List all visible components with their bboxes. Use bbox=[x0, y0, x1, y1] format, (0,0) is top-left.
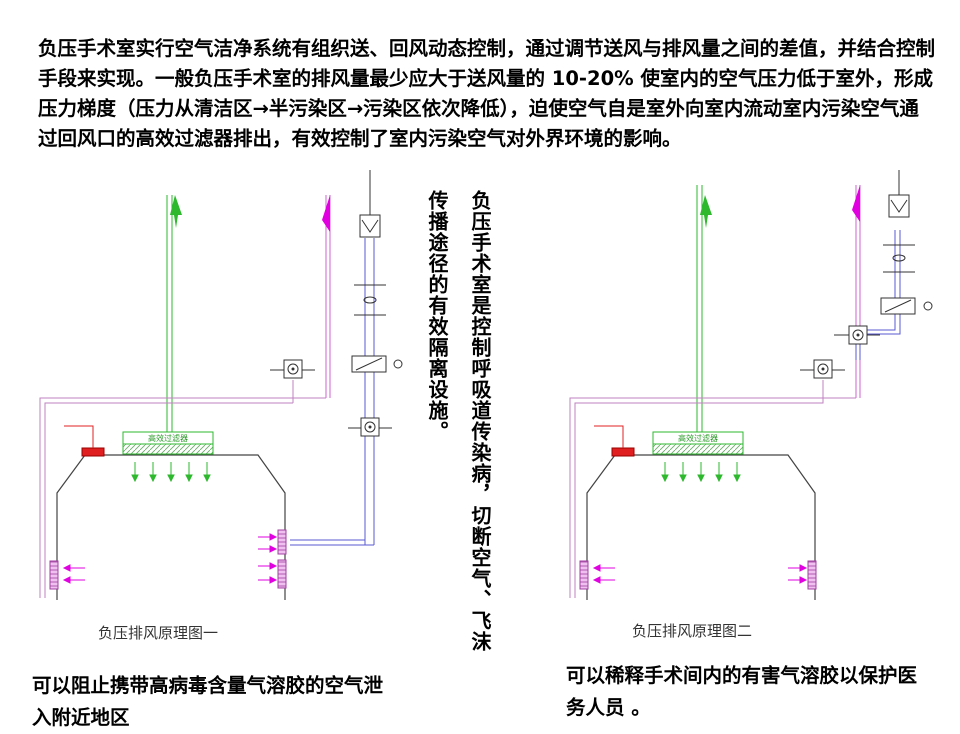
return-arrows-1 bbox=[62, 533, 278, 584]
fan-unit-2a bbox=[800, 359, 845, 379]
damper-2 bbox=[883, 244, 915, 273]
return-grill-2b bbox=[807, 560, 817, 590]
diagram-2: 高效过滤器 负压排风原理图二 bbox=[569, 170, 933, 640]
filter-box-top-2 bbox=[888, 194, 910, 218]
fan-unit-2b bbox=[834, 325, 880, 345]
room-shell-2 bbox=[586, 454, 816, 600]
airflow-down-arrows-2 bbox=[661, 462, 741, 483]
red-intake-2 bbox=[611, 447, 635, 457]
bottom-right-text: 可以稀释手术间内的有害气溶胶以保护医务人员 。 bbox=[566, 664, 918, 719]
red-intake-1 bbox=[81, 447, 105, 457]
return-grill-1b bbox=[277, 529, 287, 555]
bottom-left-text: 可以阻止携带高病毒含量气溶胶的空气泄入附近地区 bbox=[32, 674, 384, 729]
vertical-text-right: 负压手术室是控制呼吸道传染病，切断空气、飞沫 bbox=[468, 190, 492, 652]
return-duct-2 bbox=[569, 397, 856, 598]
fan-unit-2c bbox=[880, 297, 933, 315]
return-duct-1 bbox=[39, 397, 326, 598]
diagram-1: 高效过滤器 负压排风原理图一 bbox=[39, 170, 403, 642]
diagram-1-caption: 负压排风原理图一 bbox=[98, 624, 218, 642]
return-grill-1a bbox=[49, 560, 59, 590]
exhaust-arrow-2 bbox=[852, 185, 860, 222]
supply-arrow-2 bbox=[700, 195, 712, 228]
fan-unit-1b bbox=[351, 355, 403, 373]
return-grill-2a bbox=[579, 560, 589, 590]
svg-text:高效过滤器: 高效过滤器 bbox=[678, 433, 718, 443]
svg-text:高效过滤器: 高效过滤器 bbox=[148, 433, 188, 443]
diagram-2-caption: 负压排风原理图二 bbox=[632, 622, 752, 640]
airflow-down-arrows-1 bbox=[131, 462, 211, 483]
supply-arrow-1 bbox=[170, 195, 182, 228]
intro-paragraph: 负压手术室实行空气洁净系统有组织送、回风动态控制，通过调节送风与排风量之间的差值… bbox=[38, 37, 936, 150]
return-arrows-2 bbox=[592, 564, 808, 584]
return-grill-1c bbox=[277, 559, 287, 589]
fan-unit-1c bbox=[348, 417, 392, 437]
room-shell-1 bbox=[56, 454, 286, 600]
fan-unit-1a bbox=[270, 359, 315, 379]
vertical-text-left: 传播途径的有效隔离设施。 bbox=[425, 190, 449, 442]
exhaust-arrow-1 bbox=[322, 195, 330, 232]
damper-1 bbox=[354, 284, 386, 316]
filter-box-top-1 bbox=[359, 214, 381, 238]
